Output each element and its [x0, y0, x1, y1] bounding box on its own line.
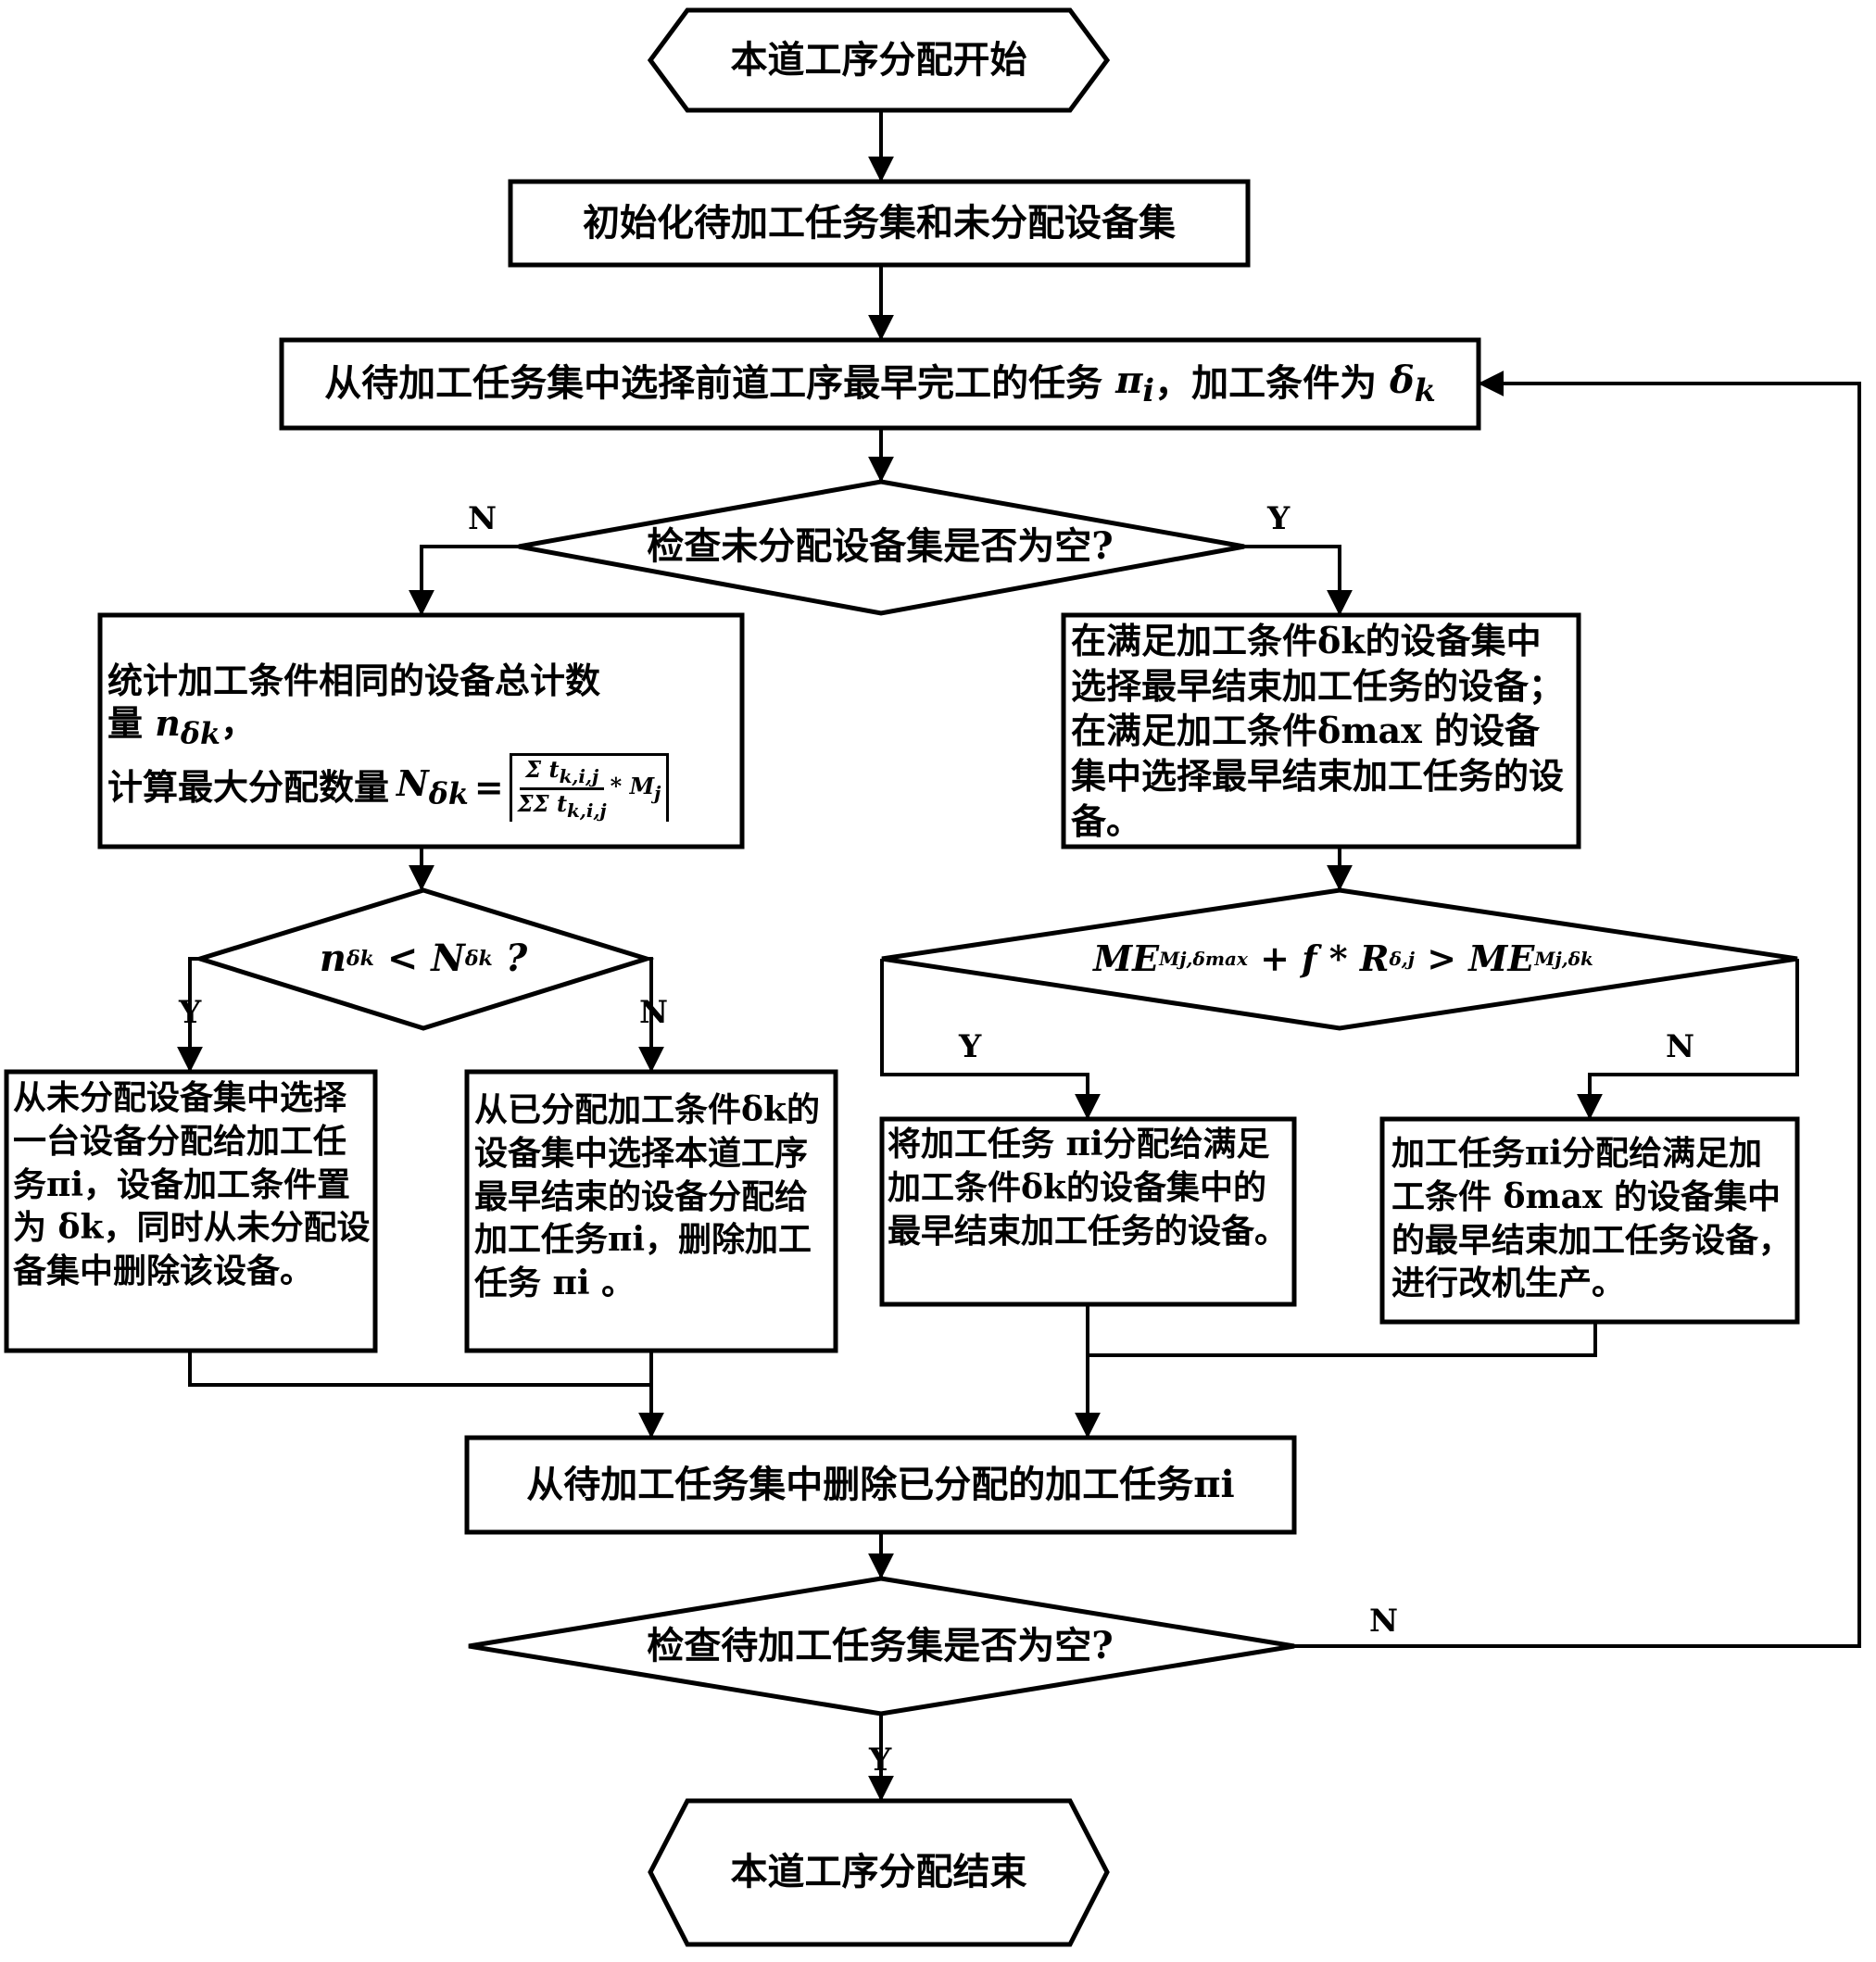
assign-changeover-process-shape	[1379, 1116, 1800, 1325]
count-line-2: 量 nδk，	[107, 702, 737, 752]
n-subscript: δk	[180, 716, 220, 751]
multiplier-M: * M	[610, 773, 655, 800]
pi-symbol: π	[1115, 358, 1143, 402]
edge-compare-n-yes	[177, 957, 203, 1073]
select-task-process-text: 从待加工任务集中选择前道工序最早完工的任务 πi ，加工条件为 δk	[282, 340, 1479, 428]
count-line-2-suffix: ，	[220, 702, 256, 745]
select-equipment-process-shape	[1061, 612, 1581, 849]
formula-multiplier: * Mj	[611, 773, 661, 804]
numerator-subscript: k,i,j	[559, 764, 599, 787]
denominator-subscript: k,i,j	[567, 799, 607, 822]
compare-n-lhs-subscript: δk	[346, 946, 374, 971]
N-symbol: N	[397, 761, 429, 804]
label-compare-n-no: N	[639, 994, 669, 1031]
delete-task-process-text: 从待加工任务集中删除已分配的加工任务πi	[526, 1462, 1235, 1506]
formula-ceiling: Σ tk,i,j ΣΣ tk,i,j * Mj	[509, 752, 670, 822]
formula-denominator: ΣΣ tk,i,j	[518, 790, 607, 822]
me-r-subscript: δ,j	[1389, 947, 1415, 970]
compare-n-decision-shape	[192, 887, 655, 1031]
select-task-var-delta: δk	[1377, 358, 1436, 410]
delta-subscript: k	[1414, 371, 1436, 409]
end-terminal-text: 本道工序分配结束	[730, 1850, 1027, 1894]
check-unassigned-decision-shape	[518, 479, 1245, 616]
assign-existing-process-text: 从已分配加工条件δk的设备集中选择本道工序最早结束的设备分配给加工任务πi，删除…	[474, 1090, 820, 1303]
compare-n-operator: <	[386, 936, 419, 980]
compare-n-question: ?	[505, 936, 528, 980]
count-line-2-prefix: 量	[107, 702, 144, 745]
edge-check-no-count	[409, 545, 519, 616]
formula-numerator: Σ tk,i,j	[520, 755, 605, 790]
label-compare-me-yes: Y	[959, 1028, 982, 1065]
select-task-text-pre: 从待加工任务集中选择前道工序最早完工的任务	[324, 361, 1103, 406]
edge-merge-right	[1088, 1322, 1597, 1357]
me-rhs-subscript: Mj,δk	[1534, 947, 1593, 970]
edge-compare-n-no	[638, 957, 664, 1073]
pi-subscript: i	[1142, 371, 1155, 409]
select-task-text-mid: ，加工条件为	[1154, 361, 1378, 406]
assign-same-process-text: 将加工任务 πi分配给满足加工条件δk的设备集中的最早结束加工任务的设备。	[888, 1125, 1289, 1251]
formula-lhs: Nδk	[397, 762, 469, 812]
denominator-sum: ΣΣ t	[517, 789, 568, 817]
label-compare-me-no: N	[1666, 1028, 1695, 1065]
count-var-n: nδk	[155, 702, 220, 751]
init-process-shape	[508, 179, 1251, 268]
me-lhs: ME	[1093, 937, 1160, 979]
label-check-unassigned-no: N	[468, 500, 497, 537]
count-line-3: 计算最大分配数量 Nδk = Σ tk,i,j ΣΣ tk,i,j * Mj	[107, 752, 737, 822]
check-unassigned-decision-text: 检查未分配设备集是否为空?	[647, 523, 1114, 568]
assign-changeover-process-text: 加工任务πi分配给满足加工条件 δmax 的设备集中的最早结束加工任务设备，进行…	[1391, 1134, 1793, 1303]
numerator-sum: Σ t	[525, 755, 560, 783]
me-rhs: > ME	[1427, 937, 1535, 979]
compare-n-lhs: n	[319, 936, 346, 980]
label-check-tasks-no: N	[1369, 1603, 1399, 1640]
edge-compare-me-yes	[880, 959, 1101, 1120]
delta-symbol: δ	[1390, 358, 1415, 402]
edge-merge-left	[188, 1351, 651, 1387]
formula-fraction: Σ tk,i,j ΣΣ tk,i,j	[518, 756, 607, 822]
init-process-text: 初始化待加工任务集和未分配设备集	[583, 200, 1176, 245]
edge-check-yes-select-equipment	[1244, 545, 1353, 616]
compare-me-decision-shape	[881, 887, 1798, 1031]
count-line-3-prefix: 计算最大分配数量	[107, 765, 390, 808]
select-task-var-pi: πi	[1102, 358, 1154, 410]
me-plus-term: + f * R	[1260, 937, 1390, 979]
n-symbol: n	[155, 702, 181, 745]
count-line-1: 统计加工条件相同的设备总计数	[107, 660, 601, 701]
label-check-unassigned-yes: Y	[1267, 500, 1291, 537]
formula-equals: =	[473, 765, 504, 808]
multiplier-subscript: j	[654, 781, 661, 804]
edge-compare-me-no	[1577, 959, 1799, 1120]
start-terminal-shape	[647, 7, 1111, 113]
label-compare-n-yes: Y	[179, 994, 202, 1031]
check-tasks-decision-text: 检查待加工任务集是否为空?	[647, 1623, 1114, 1667]
edge-check-tasks-no-loop	[1294, 371, 1861, 1648]
N-subscript: δk	[428, 776, 469, 811]
compare-n-rhs-subscript: δk	[464, 946, 493, 971]
delete-task-process-shape	[464, 1435, 1297, 1535]
count-process-text: 统计加工条件相同的设备总计数 量 nδk， 计算最大分配数量 Nδk = Σ t…	[107, 660, 737, 822]
end-terminal-shape	[648, 1798, 1110, 1947]
compare-n-rhs: N	[431, 936, 465, 980]
select-equipment-process-text: 在满足加工条件δk的设备集中选择最早结束加工任务的设备；在满足加工条件δmax …	[1071, 620, 1565, 842]
assign-new-process-text: 从未分配设备集中选择一台设备分配给加工任务πi，设备加工条件置为 δk，同时从未…	[13, 1078, 371, 1291]
me-lhs-subscript: Mj,δmax	[1159, 947, 1248, 970]
label-check-tasks-yes: Y	[869, 1742, 892, 1779]
start-terminal-text: 本道工序分配开始	[730, 37, 1027, 82]
assign-existing-process-shape	[464, 1069, 838, 1353]
